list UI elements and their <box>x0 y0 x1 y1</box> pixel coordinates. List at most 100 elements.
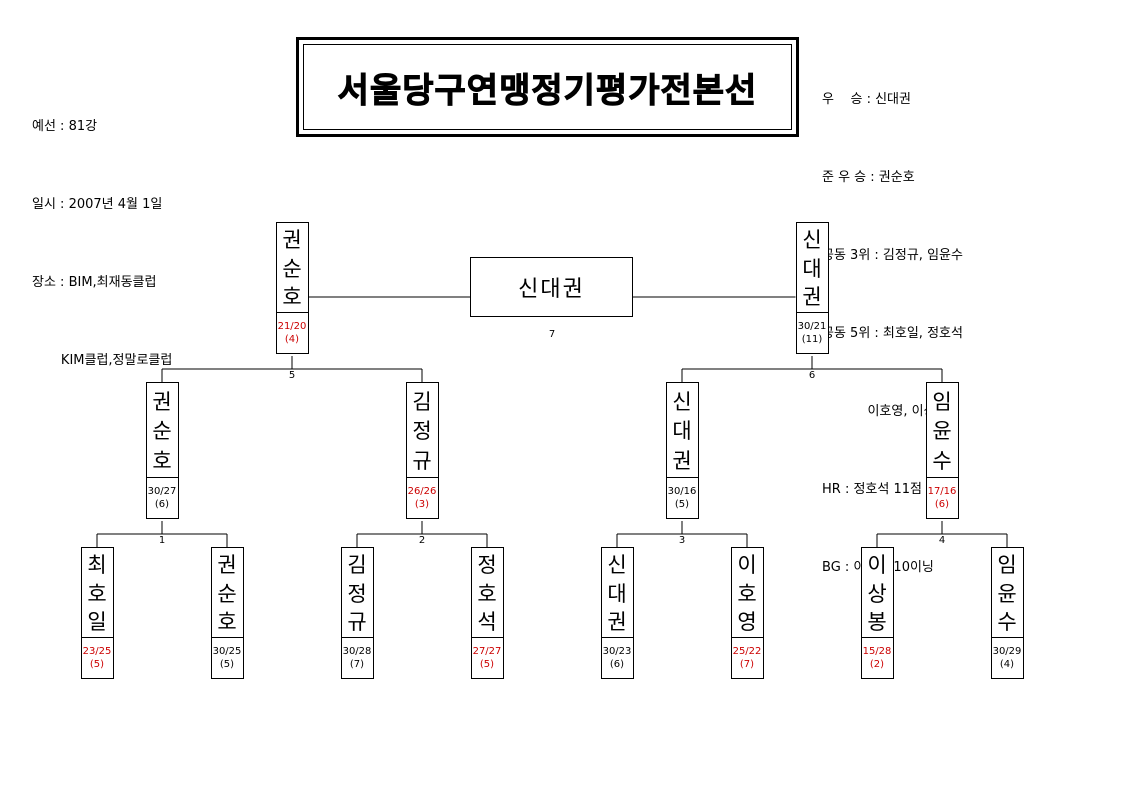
player-name-char: 대 <box>607 581 627 606</box>
player-name-char: 신 <box>672 389 692 414</box>
score-value: 30/29 <box>992 646 1022 657</box>
title-frame <box>296 37 799 137</box>
match-number: 3 <box>678 535 686 546</box>
player-name-char: 순 <box>152 419 172 443</box>
player-score: 30/28 (7) <box>341 637 373 678</box>
innings-value: (6) <box>154 499 170 510</box>
match-number: 1 <box>158 535 166 546</box>
info-line-venue: 장소 : BIM,최재동클럽 <box>32 275 157 290</box>
player-name-char: 임 <box>932 389 952 414</box>
result-third: 공동 3위 : 김정규, 임윤수 <box>822 248 963 263</box>
innings-value: (6) <box>934 499 950 510</box>
innings-value: (6) <box>609 659 625 670</box>
score-value: 30/28 <box>342 646 372 657</box>
player-name-char: 순 <box>217 581 237 606</box>
match-number: 7 <box>548 329 556 340</box>
score-value: 15/28 <box>862 646 892 657</box>
score-value: 27/27 <box>472 646 502 657</box>
player-name-char: 호 <box>217 609 237 634</box>
player-name-char: 영 <box>737 609 757 634</box>
player-name-char: 봉 <box>867 609 887 634</box>
player-name-char: 권 <box>672 448 692 473</box>
innings-value: (4) <box>284 334 300 345</box>
player-score: 23/25(5) <box>81 637 113 678</box>
match-number: 4 <box>938 535 946 546</box>
innings-value: (5) <box>479 659 495 670</box>
player-score: 15/28 (2) <box>861 637 893 678</box>
player-name-char: 석 <box>477 609 497 634</box>
player-score: 30/23(6) <box>601 637 633 678</box>
player-name-char: 이 <box>867 553 887 578</box>
innings-value: (7) <box>739 659 755 670</box>
player-name-char: 김 <box>412 389 432 414</box>
player-score: 30/16(5) <box>666 477 698 518</box>
innings-value: (4) <box>999 659 1015 670</box>
player-name-char: 권 <box>282 228 302 253</box>
match-number: 6 <box>808 370 816 381</box>
player-score: 30/21(11) <box>796 312 828 353</box>
innings-value: (7) <box>349 659 365 670</box>
score-value: 30/25 <box>212 646 242 657</box>
player-score: 26/26(3) <box>406 477 438 518</box>
score-value: 30/16 <box>667 486 697 497</box>
match-number: 5 <box>288 370 296 381</box>
player-score: 17/16(6) <box>926 477 958 518</box>
player-name-char: 정 <box>412 419 432 443</box>
player-name-char: 권 <box>802 284 822 309</box>
player-score: 27/27 (5) <box>471 637 503 678</box>
score-value: 26/26 <box>407 486 437 497</box>
results-summary: 우 승 : 신대권 준 우 승 : 권순호 공동 3위 : 김정규, 임윤수 공… <box>822 35 963 607</box>
player-name-char: 대 <box>802 256 822 281</box>
player-name-char: 호 <box>737 581 757 606</box>
player-name-char: 상 <box>867 581 887 606</box>
player-score: 25/22 (7) <box>731 637 763 678</box>
player-name-char: 임 <box>997 553 1017 578</box>
player-name-char: 수 <box>932 448 952 473</box>
player-name-char: 호 <box>87 581 107 606</box>
innings-value: (5) <box>219 659 235 670</box>
score-value: 30/27 <box>147 486 177 497</box>
player-name-char: 정 <box>347 581 367 606</box>
player-name-char: 정 <box>477 553 497 578</box>
match-number: 2 <box>418 535 426 546</box>
tournament-info: 예선 : 81강 일시 : 2007년 4월 1일 장소 : BIM,최재동클럽… <box>32 62 172 400</box>
player-name-char: 순 <box>282 256 302 281</box>
player-name-char: 김 <box>347 553 367 578</box>
innings-value: (2) <box>869 659 885 670</box>
score-value: 30/21 <box>797 321 827 332</box>
result-winner: 우 승 : 신대권 <box>822 92 911 107</box>
champion-box: 신대권 <box>470 257 633 317</box>
player-name-char: 규 <box>412 448 432 473</box>
player-score: 21/20 (4) <box>276 312 308 353</box>
info-line-round: 예선 : 81강 <box>32 119 98 134</box>
player-name-char: 대 <box>672 419 692 443</box>
player-name-char: 호 <box>282 284 302 309</box>
result-runner-up: 준 우 승 : 권순호 <box>822 170 915 185</box>
player-name-char: 윤 <box>997 581 1017 606</box>
player-name-char: 최 <box>87 553 107 578</box>
score-value: 25/22 <box>732 646 762 657</box>
score-value: 21/20 <box>277 321 307 332</box>
player-name-char: 규 <box>347 609 367 634</box>
player-name-char: 신 <box>802 228 822 253</box>
innings-value: (5) <box>89 659 105 670</box>
